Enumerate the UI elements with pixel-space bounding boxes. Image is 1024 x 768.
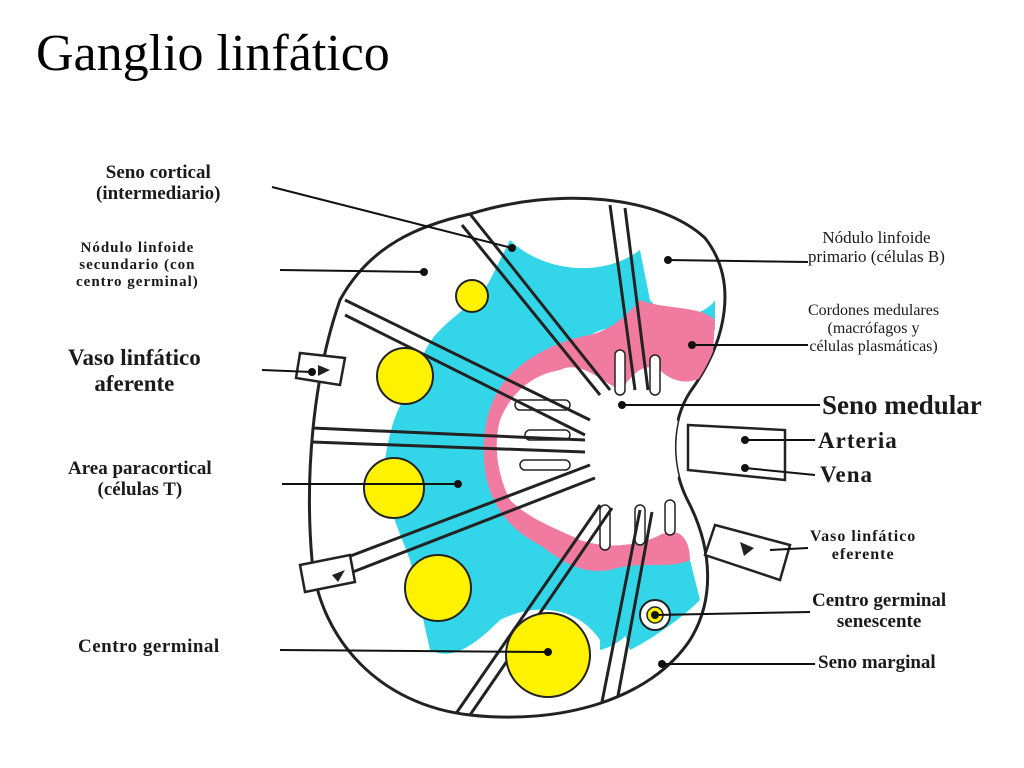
germinal-center: [404, 554, 472, 622]
label-centro-germinal: Centro germinal: [78, 636, 220, 657]
hilum-vessels: [686, 423, 787, 482]
label-nodulo-secundario: Nódulo linfoide secundario (con centro g…: [76, 240, 199, 290]
label-seno-cortical: Seno cortical (intermediario): [96, 162, 221, 205]
label-seno-medular: Seno medular: [822, 390, 982, 420]
label-cordones-medulares: Cordones medulares (macrófagos y células…: [808, 302, 940, 355]
label-area-paracortical: Area paracortical (células T): [68, 458, 212, 501]
label-nodulo-primario: Nódulo linfoide primario (células B): [808, 228, 945, 267]
label-centro-senescente: Centro germinal senescente: [812, 590, 947, 633]
germinal-center: [376, 347, 434, 405]
medullary-sinus: [547, 386, 684, 520]
label-arteria: Arteria: [818, 428, 898, 453]
afferent-vessel: [298, 553, 357, 594]
label-vena: Vena: [820, 462, 873, 487]
germinal-center: [455, 279, 489, 313]
germinal-center: [363, 457, 425, 519]
paracortical-area: [384, 240, 715, 654]
label-seno-marginal: Seno marginal: [818, 652, 936, 673]
label-vaso-aferente: Vaso linfático aferente: [68, 345, 201, 396]
page-title: Ganglio linfático: [36, 25, 390, 82]
label-vaso-eferente: Vaso linfático eferente: [810, 528, 917, 563]
